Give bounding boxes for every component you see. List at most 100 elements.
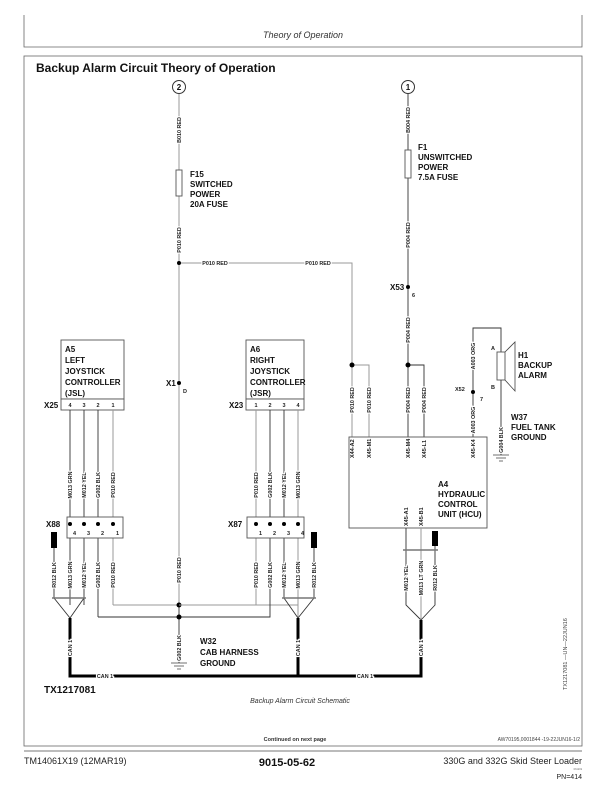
connector-x88 bbox=[66, 516, 124, 539]
small-code: 031219 bbox=[574, 768, 583, 771]
schematic-label: X25 bbox=[44, 401, 59, 410]
schematic-label: P004 RED bbox=[406, 222, 412, 248]
schematic-line bbox=[111, 522, 115, 526]
schematic-label: 4 bbox=[301, 531, 305, 537]
schematic-line bbox=[349, 362, 355, 368]
schematic-label: P010 RED bbox=[350, 387, 356, 413]
page-number: 9015-05-62 bbox=[259, 757, 315, 769]
schematic-label: 3 bbox=[287, 531, 290, 537]
schematic-label: G002 BLK bbox=[96, 472, 102, 498]
schematic-label: R012 BLK bbox=[52, 562, 58, 588]
schematic-label: B bbox=[491, 385, 495, 391]
schematic-label: X87 bbox=[228, 520, 243, 529]
schematic-label: 1 bbox=[116, 531, 119, 537]
schematic-label: 2 bbox=[268, 403, 271, 409]
continued-note: Continued on next page bbox=[264, 737, 327, 743]
schematic-line bbox=[179, 262, 353, 437]
content-frame bbox=[23, 55, 583, 747]
schematic-label: 1 bbox=[259, 531, 262, 537]
ground-icon bbox=[171, 662, 187, 670]
schematic-label: M012 YEL bbox=[404, 565, 410, 591]
schematic-line bbox=[472, 327, 502, 437]
fuse-f1 bbox=[404, 149, 412, 179]
schematic-label: P010 RED bbox=[177, 227, 183, 253]
schematic-line bbox=[282, 522, 286, 526]
schematic-label: UNSWITCHED bbox=[418, 153, 472, 162]
schematic-label: P010 RED bbox=[202, 261, 228, 267]
side-figure-id: TX1217081 —UN—22JUN16 bbox=[563, 618, 569, 690]
circle-1 bbox=[401, 80, 415, 94]
schematic-label: HYDRAULIC bbox=[438, 490, 485, 499]
schematic-label: UNIT (HCU) bbox=[438, 510, 482, 519]
schematic-label: GROUND bbox=[511, 433, 547, 442]
schematic-label: X45-B1 bbox=[419, 507, 425, 526]
schematic-line: X44-A2 X45-M1 X45-M4 X45-L1 X45-K4 X45-A… bbox=[350, 438, 477, 526]
schematic-line bbox=[405, 362, 411, 368]
schematic-label: 1 bbox=[111, 403, 114, 409]
schematic-line bbox=[254, 522, 300, 526]
schematic-line bbox=[268, 522, 272, 526]
schematic-label: 3 bbox=[82, 403, 85, 409]
ground-icon bbox=[493, 454, 509, 462]
schematic-label: X52 bbox=[455, 387, 465, 393]
schematic-label: 7.5A FUSE bbox=[418, 173, 459, 182]
schematic-label: JOYSTICK bbox=[65, 367, 105, 376]
figure-id: TX1217081 bbox=[44, 685, 96, 696]
schematic-label: B010 RED bbox=[177, 117, 183, 143]
schematic-label: A003 ORG bbox=[471, 343, 477, 370]
schematic-line bbox=[471, 390, 475, 394]
schematic-line bbox=[408, 364, 425, 437]
schematic-label: 2 bbox=[96, 403, 99, 409]
schematic-label: P010 RED bbox=[111, 472, 117, 498]
schematic-label: P010 RED bbox=[254, 562, 260, 588]
schematic-label: POWER bbox=[418, 163, 448, 172]
section-header: Theory of Operation bbox=[263, 30, 343, 40]
circle-label: 2 bbox=[177, 83, 182, 92]
schematic-line bbox=[68, 522, 115, 526]
circle-2 bbox=[172, 80, 186, 94]
schematic-label: A5 bbox=[65, 345, 76, 354]
schematic-label: GROUND bbox=[200, 659, 236, 668]
schematic-label: 4 bbox=[68, 403, 72, 409]
hcu-a4 bbox=[348, 436, 488, 529]
wire-labels: B010 RED P010 RED P010 RED P010 RED P010… bbox=[51, 106, 507, 681]
schematic-label: X45-M4 bbox=[406, 438, 412, 458]
schematic-label: JOYSTICK bbox=[250, 367, 290, 376]
schematic-label: BACKUP bbox=[518, 361, 553, 370]
schematic-label: 1 bbox=[254, 403, 257, 409]
connector-x23 bbox=[245, 398, 305, 411]
manual-id: TM14061X19 (12MAR19) bbox=[24, 756, 127, 766]
schematic-label: G002 BLK bbox=[96, 562, 102, 588]
schematic-label: (JSR) bbox=[250, 389, 271, 398]
schematic-label: F15 bbox=[190, 170, 204, 179]
schematic-label: W32 bbox=[200, 637, 217, 646]
schematic-label: M012 YEL bbox=[82, 472, 88, 498]
schematic-label: 6 bbox=[412, 293, 415, 299]
schematic-label: D bbox=[183, 389, 187, 395]
schematic-label: CONTROL bbox=[438, 500, 478, 509]
schematic-label: W37 bbox=[511, 413, 528, 422]
figure-caption: Backup Alarm Circuit Schematic bbox=[250, 698, 350, 705]
schematic-label: P010 RED bbox=[367, 387, 373, 413]
schematic-line bbox=[82, 522, 86, 526]
schematic-label: M012 YEL bbox=[282, 472, 288, 498]
schematic-label: F1 bbox=[418, 143, 428, 152]
schematic-label: CAN 1 bbox=[357, 674, 373, 680]
schematic-label: P004 RED bbox=[406, 317, 412, 343]
pn-number: PN=414 bbox=[557, 774, 583, 781]
schematic-label: X45-M1 bbox=[367, 439, 373, 458]
schematic-line bbox=[254, 522, 258, 526]
schematic-label: CAN 1 bbox=[68, 640, 74, 656]
schematic-label: 3 bbox=[87, 531, 90, 537]
schematic-label: 7 bbox=[480, 397, 483, 403]
schematic-label: POWER bbox=[190, 190, 220, 199]
schematic-label: M013 GRN bbox=[68, 471, 74, 498]
connector-x87 bbox=[246, 516, 305, 539]
schematic-label: P004 RED bbox=[406, 387, 412, 413]
